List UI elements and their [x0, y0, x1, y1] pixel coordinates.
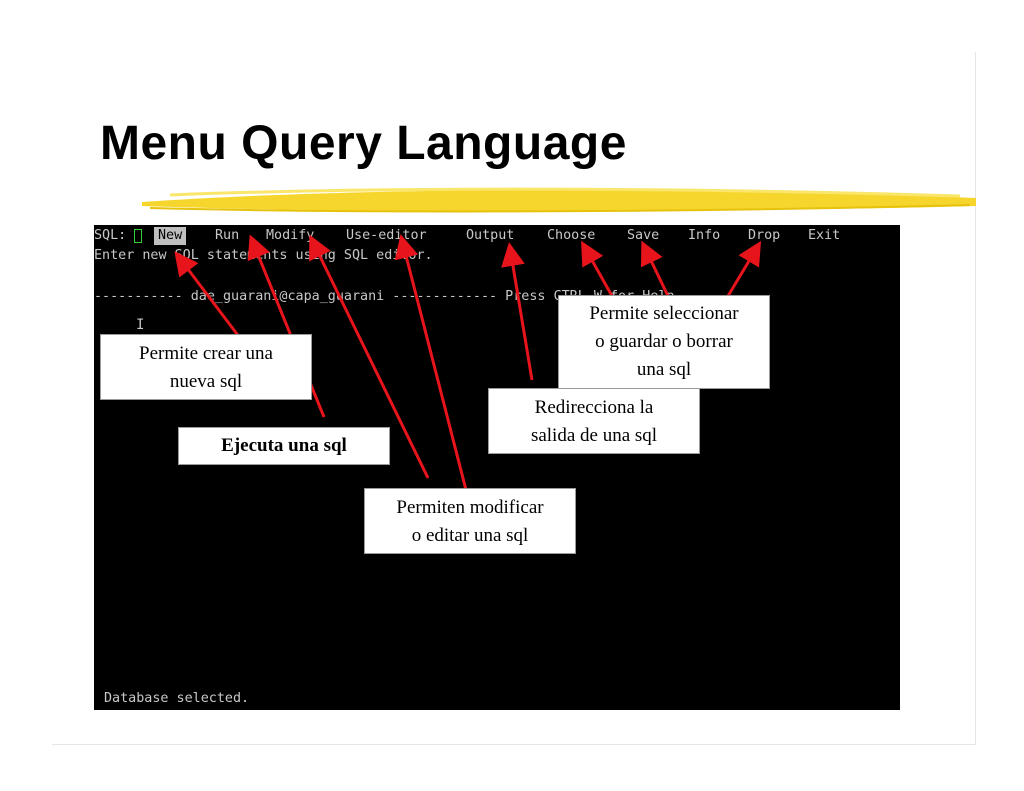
sql-prompt: SQL:: [94, 228, 127, 243]
callout-new-line1: Permite crear una: [139, 343, 273, 364]
callout-new: Permite crear una nueva sql: [100, 334, 312, 400]
sql-terminal: SQL: New Run Modify Use-editor Output Ch…: [94, 225, 900, 710]
menu-exit[interactable]: Exit: [808, 228, 841, 243]
callout-choose-line1: Permite seleccionar: [589, 303, 739, 324]
callout-output-line2: salida de una sql: [530, 425, 658, 446]
callout-choose-save-drop: Permite seleccionar o guardar o borrar u…: [558, 295, 770, 389]
menu-new[interactable]: New: [154, 227, 187, 245]
slide-title: Menu Query Language: [100, 117, 627, 170]
callout-new-line2: nueva sql: [169, 371, 243, 392]
menu-use-editor[interactable]: Use-editor: [346, 228, 427, 243]
callout-modify-line2: o editar una sql: [411, 525, 529, 546]
ibeam-cursor-icon: I: [136, 317, 145, 333]
text-cursor: [134, 229, 142, 243]
status-line: Database selected.: [104, 691, 250, 706]
menu-output[interactable]: Output: [466, 228, 515, 243]
callout-output: Redirecciona la salida de una sql: [488, 388, 700, 454]
slide-right-rule: [975, 52, 976, 745]
menu-choose[interactable]: Choose: [547, 228, 596, 243]
callout-run-line1: Ejecuta una sql: [221, 435, 347, 456]
slide-bottom-rule: [52, 744, 976, 745]
callout-modify: Permiten modificar o editar una sql: [364, 488, 576, 554]
menu-save[interactable]: Save: [627, 228, 660, 243]
menu-bar: SQL: New Run Modify Use-editor Output Ch…: [94, 227, 900, 245]
hint-line: Enter new SQL statements using SQL edito…: [94, 248, 433, 263]
callout-choose-line3: una sql: [636, 359, 692, 380]
callout-run: Ejecuta una sql: [178, 427, 390, 465]
callout-modify-line1: Permiten modificar: [396, 497, 544, 518]
callout-choose-line2: o guardar o borrar: [595, 331, 733, 352]
menu-drop[interactable]: Drop: [748, 228, 781, 243]
menu-run[interactable]: Run: [215, 228, 240, 243]
callout-output-line1: Redirecciona la: [534, 397, 654, 418]
title-highlighter-stroke: [142, 187, 976, 213]
menu-info[interactable]: Info: [688, 228, 721, 243]
menu-modify[interactable]: Modify: [266, 228, 315, 243]
